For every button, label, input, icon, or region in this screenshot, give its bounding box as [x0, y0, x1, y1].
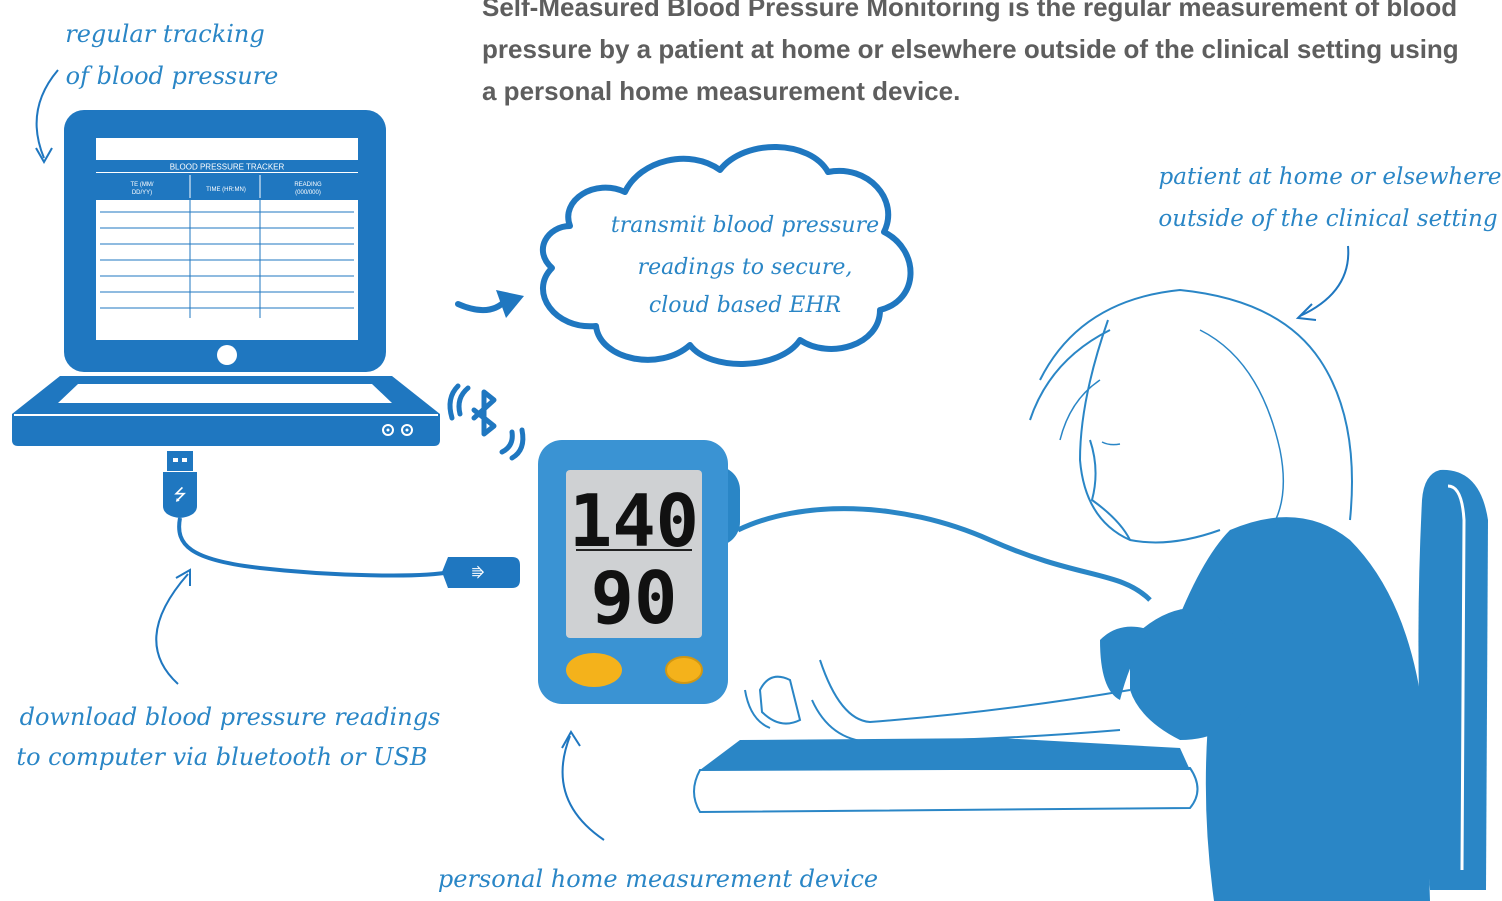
- usb-cable: ⭍ ⭆: [163, 451, 520, 588]
- col-date-label-1: TE (MM/: [131, 182, 154, 188]
- monitor-lcd: [566, 470, 702, 638]
- tracking-label-2: of blood pressure: [66, 62, 279, 90]
- bp-monitor: 140 90: [538, 440, 740, 704]
- device-arrow: [561, 735, 605, 841]
- cloud-label-1: transmit blood pressure: [611, 213, 879, 238]
- patient-label-2: outside of the clinical setting: [1158, 206, 1497, 232]
- tracker-header: [96, 173, 358, 200]
- cloud-label-2: readings to secure,: [638, 255, 853, 280]
- tracking-arrow: [35, 69, 59, 159]
- tracking-label-1: regular tracking: [65, 20, 265, 48]
- arrow-to-cloud: [455, 297, 509, 313]
- download-label-2: to computer via bluetooth or USB: [16, 743, 427, 771]
- headline: Self-Measured Blood Pressure Monitoring …: [482, 0, 1459, 106]
- webcam-dot: [217, 345, 237, 365]
- cloud-label-3: cloud based EHR: [649, 293, 841, 318]
- download-label-1: download blood pressure readings: [20, 703, 441, 731]
- patient: [693, 288, 1488, 901]
- tracker-rows: [100, 211, 354, 309]
- cloud: transmit blood pressure readings to secu…: [539, 144, 914, 367]
- usb-plug-side: [442, 557, 520, 588]
- download-arrow: [155, 573, 189, 685]
- patient-arrow: [1299, 245, 1350, 317]
- chair-back: [1418, 469, 1488, 890]
- usb-plug-top: [163, 472, 197, 518]
- col-reading-label-2: (000/000): [295, 190, 321, 196]
- patient-label-1: patient at home or elsewhere: [1159, 164, 1502, 190]
- tracker-title-bar: [96, 160, 358, 172]
- mode-button[interactable]: [665, 656, 703, 684]
- col-date-label-2: DD/YY): [132, 190, 152, 196]
- diastolic-reading: 90: [591, 556, 678, 640]
- tracker-title: BLOOD PRESSURE TRACKER: [170, 163, 285, 172]
- patient-torso: [1170, 517, 1430, 901]
- laptop-keyboard: [58, 384, 392, 403]
- col-reading-label-1: READING: [294, 182, 322, 188]
- usb-side-icon: ⭆: [472, 566, 485, 582]
- cuff-tube: [736, 506, 1152, 602]
- armrest: [693, 766, 1199, 814]
- laptop: BLOOD PRESSURE TRACKER TE (MM/ DD/YY) TI…: [12, 110, 440, 446]
- bluetooth-icon: [447, 383, 526, 461]
- device-label: personal home measurement device: [438, 865, 878, 893]
- armrest-pad: [700, 738, 1190, 770]
- usb-icon: ⭍: [173, 485, 186, 504]
- start-button[interactable]: [566, 653, 622, 687]
- col-time-label: TIME (HR:MN): [206, 187, 246, 193]
